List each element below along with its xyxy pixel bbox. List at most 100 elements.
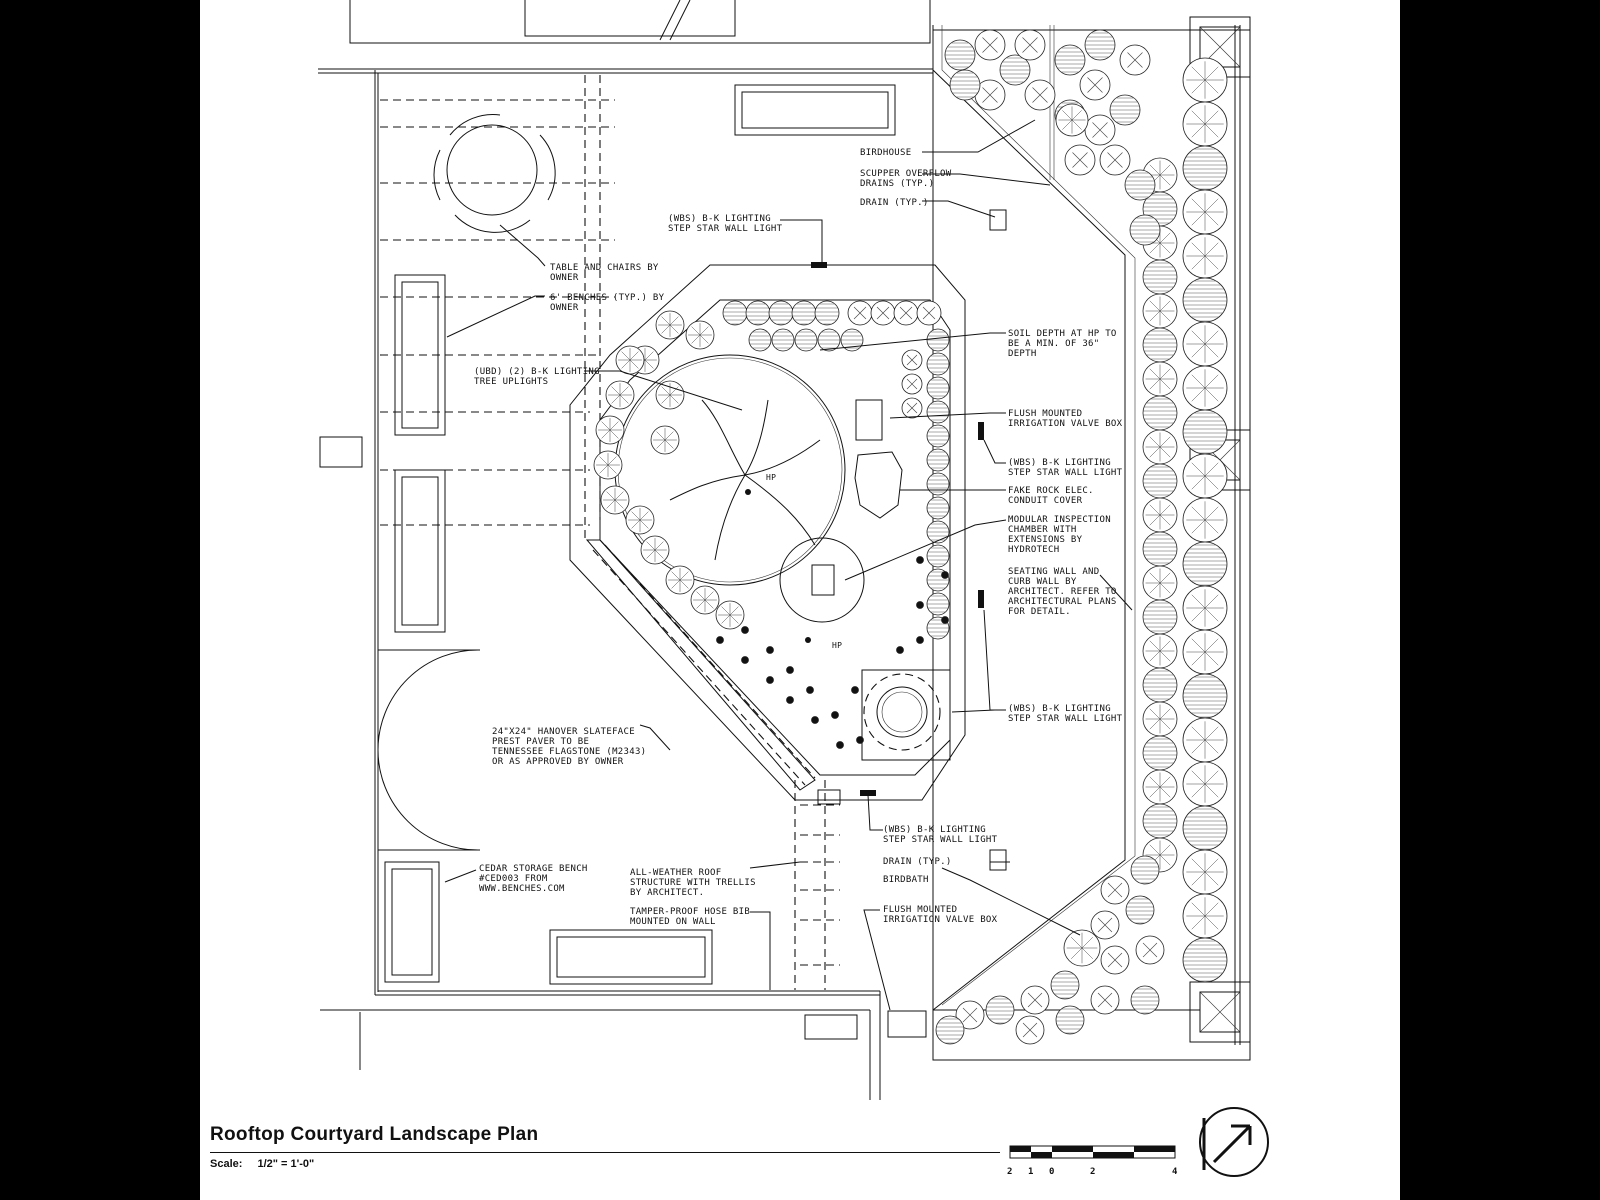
plant-symbol: [716, 636, 724, 644]
plant-symbol: [741, 656, 749, 664]
north-arrow-icon: [1199, 1107, 1269, 1177]
plant-symbol: [836, 741, 844, 749]
plant-symbol: [1142, 259, 1178, 295]
scale-label: Scale:: [210, 1158, 243, 1170]
plant-symbol: [722, 300, 748, 326]
plant-symbol: [1130, 985, 1160, 1015]
plant-symbol: [1142, 803, 1178, 839]
scale-note: Scale: 1/2" = 1'-0": [210, 1158, 326, 1170]
callout-drain-top: DRAIN (TYP.): [860, 198, 929, 208]
callout-line: ARCHITECT. REFER TO: [1008, 587, 1117, 597]
callout-line: BE A MIN. OF 36": [1008, 339, 1100, 349]
callout-drain-bottom: DRAIN (TYP.): [883, 857, 952, 867]
callout-line: BY ARCHITECT.: [630, 888, 704, 898]
plant-symbol: [766, 646, 774, 654]
callout-line: 24"X24" HANOVER SLATEFACE: [492, 727, 635, 737]
plant-symbol: [941, 616, 949, 624]
plant-symbol: [1142, 599, 1178, 635]
callout-line: CEDAR STORAGE BENCH: [479, 864, 588, 874]
central-planting: [593, 300, 950, 749]
callout-line: DEPTH: [1008, 349, 1037, 359]
callout-fake-rock: FAKE ROCK ELEC.CONDUIT COVER: [1008, 486, 1094, 506]
plant-symbol: [916, 556, 924, 564]
perimeter-planting: [935, 29, 1228, 1045]
scale-tick: 2: [1007, 1167, 1013, 1177]
callout-line: SEATING WALL AND: [1008, 567, 1100, 577]
callout-line: TAMPER-PROOF HOSE BIB: [630, 907, 750, 917]
plant-symbol: [896, 646, 904, 654]
callout-line: MODULAR INSPECTION: [1008, 515, 1111, 525]
pergola-beams: [380, 75, 840, 990]
plant-symbol: [791, 300, 817, 326]
plant-symbol: [1142, 735, 1178, 771]
callout-birdhouse: BIRDHOUSE: [860, 148, 911, 158]
plant-symbol: [1182, 409, 1228, 455]
callout-line: PREST PAVER TO BE: [492, 737, 589, 747]
plant-symbol: [1182, 673, 1228, 719]
callout-line: DRAINS (TYP.): [860, 179, 934, 189]
callout-line: (UBD) (2) B-K LIGHTING: [474, 367, 600, 377]
plan-title: Rooftop Courtyard Landscape Plan: [210, 1124, 539, 1145]
plant-symbol: [935, 1015, 965, 1045]
plant-symbol: [831, 711, 839, 719]
table-and-chairs: [433, 114, 556, 233]
callout-line: STEP STAR WALL LIGHT: [1008, 468, 1123, 478]
scale-tick: 0: [1049, 1167, 1055, 1177]
plant-symbol: [985, 995, 1015, 1025]
benches: [394, 84, 896, 985]
spot-label-hp: HP: [766, 473, 776, 482]
plant-symbol: [1182, 937, 1228, 983]
callout-line: DRAIN (TYP.): [883, 857, 952, 867]
title-block: Rooftop Courtyard Landscape Plan Scale: …: [210, 1124, 1190, 1194]
scale-tick: 2: [1090, 1167, 1096, 1177]
title-rule: [210, 1152, 1000, 1153]
callout-line: FLUSH MOUNTED: [1008, 409, 1082, 419]
callout-line: TABLE AND CHAIRS BY: [550, 263, 659, 273]
callout-line: (WBS) B-K LIGHTING: [883, 825, 986, 835]
plant-symbol: [941, 571, 949, 579]
callout-birdbath: BIRDBATH: [883, 875, 929, 885]
adjacent-building: [349, 0, 931, 44]
cedar-storage-bench: [384, 861, 440, 983]
callout-line: ARCHITECTURAL PLANS: [1008, 597, 1117, 607]
callout-line: STRUCTURE WITH TRELLIS: [630, 878, 756, 888]
plant-symbol: [814, 300, 840, 326]
callout-line: BIRDHOUSE: [860, 148, 911, 158]
plant-symbol: [768, 300, 794, 326]
callout-line: 6' BENCHES (TYP.) BY: [550, 293, 665, 303]
callout-line: (WBS) B-K LIGHTING: [1008, 704, 1111, 714]
plant-symbol: [1130, 855, 1160, 885]
callout-line: ALL-WEATHER ROOF: [630, 868, 722, 878]
plant-symbol: [1182, 145, 1228, 191]
callout-line: SCUPPER OVERFLOW: [860, 169, 952, 179]
plant-symbol: [916, 636, 924, 644]
plant-symbol: [811, 716, 819, 724]
plant-symbol: [1055, 1005, 1085, 1035]
callout-line: OWNER: [550, 273, 579, 283]
scale-value: 1/2" = 1'-0": [257, 1158, 315, 1170]
plant-symbol: [745, 300, 771, 326]
plant-symbol: [1142, 463, 1178, 499]
callout-line: WWW.BENCHES.COM: [479, 884, 565, 894]
callout-line: STEP STAR WALL LIGHT: [1008, 714, 1123, 724]
callout-line: SOIL DEPTH AT HP TO: [1008, 329, 1117, 339]
plant-symbol: [856, 736, 864, 744]
plant-symbol: [1125, 895, 1155, 925]
callout-line: IRRIGATION VALVE BOX: [1008, 419, 1123, 429]
callout-line: MOUNTED ON WALL: [630, 917, 716, 927]
callout-line: DRAIN (TYP.): [860, 198, 929, 208]
callout-line: STEP STAR WALL LIGHT: [883, 835, 998, 845]
callout-line: TREE UPLIGHTS: [474, 377, 548, 387]
callout-line: CHAMBER WITH: [1008, 525, 1077, 535]
